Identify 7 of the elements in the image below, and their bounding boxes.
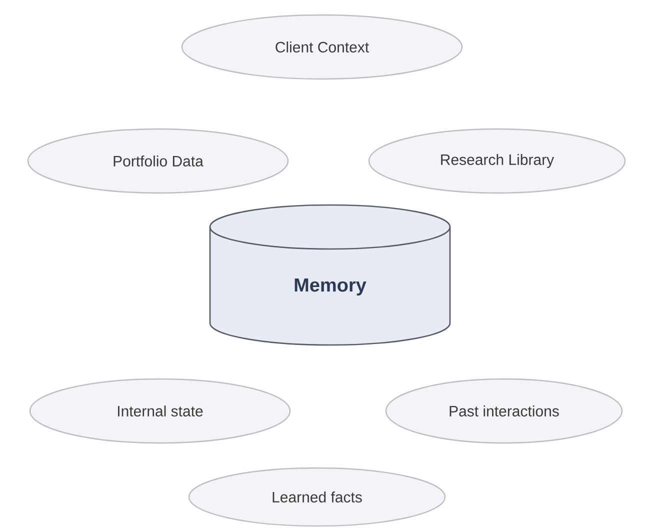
ellipse-node: Client Context bbox=[181, 14, 463, 80]
ellipse-node: Past interactions bbox=[385, 378, 623, 444]
ellipse-node: Portfolio Data bbox=[27, 128, 289, 194]
ellipse-node: Learned facts bbox=[188, 467, 446, 527]
ellipse-node: Research Library bbox=[368, 128, 626, 194]
ellipse-node: Internal state bbox=[29, 378, 291, 444]
database-cylinder: Memory bbox=[209, 204, 451, 346]
